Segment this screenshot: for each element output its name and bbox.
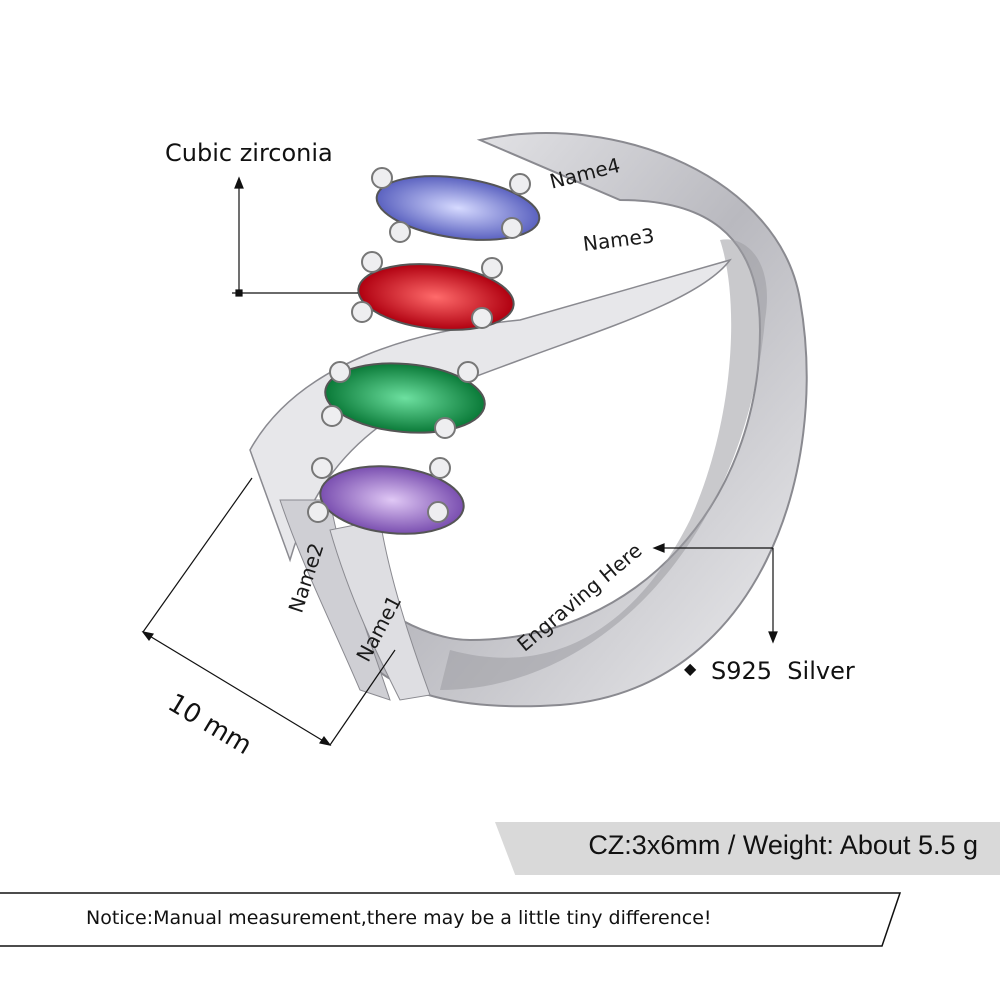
stone-blue [375,175,541,241]
prongs [307,167,531,523]
dimension-line [141,477,396,746]
cz-pointer [232,176,358,297]
cubic-zirconia-label: Cubic zirconia [165,139,333,167]
silver-pointer [652,543,778,644]
specs-banner: CZ:3x6mm / Weight: About 5.5 g [495,822,1000,875]
notice-text: Notice:Manual measurement,there may be a… [86,907,712,929]
material-label: S925 Silver [711,657,855,685]
notice-frame [0,892,902,947]
diamond-bullet-icon: ◆ [684,659,697,678]
specs-text: CZ:3x6mm / Weight: About 5.5 g [588,830,978,860]
stone-purple [319,465,465,535]
stone-green [324,362,486,434]
